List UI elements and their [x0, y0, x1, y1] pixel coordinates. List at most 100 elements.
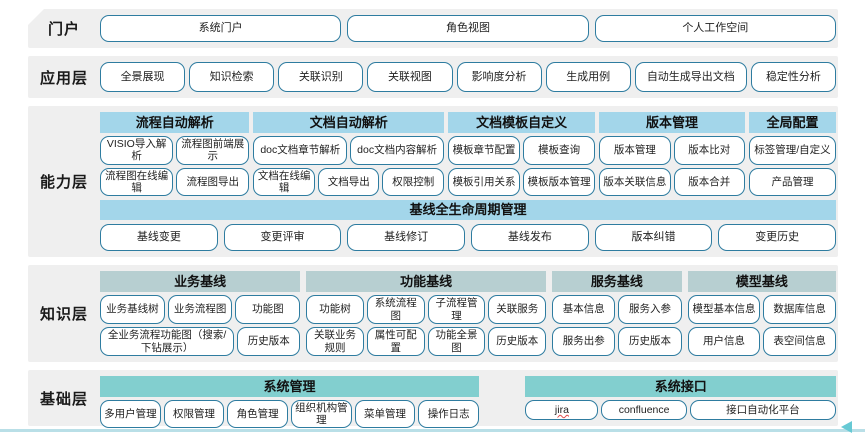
node-related-services: 关联服务: [488, 295, 547, 324]
layer-capability: 能力层 流程自动解析 VISIO导入解析 流程图前端展示 流程图在线编辑: [28, 106, 838, 257]
node-change-review: 变更评审: [223, 224, 342, 251]
node-doc-content-parse: doc文档内容解析: [350, 136, 445, 165]
node-interface-automation-platform: 接口自动化平台: [689, 400, 836, 420]
node-tablespace-info: 表空间信息: [763, 327, 837, 356]
node-basic-info: 基本信息: [552, 295, 616, 324]
node-confluence: confluence: [601, 400, 687, 420]
group-business-baseline: 业务基线 业务基线树 业务流程图 功能图 全业务流程功能图（搜索/下钻展示） 历…: [100, 271, 301, 356]
group-title: 流程自动解析: [100, 112, 250, 133]
group-service-baseline: 服务基线 基本信息 服务入参 服务出参 历史版本: [552, 271, 682, 356]
node-business-baseline-tree: 业务基线树: [100, 295, 165, 324]
node-business-flowchart: 业务流程图: [167, 295, 233, 324]
node-template-chapter-config: 模板章节配置: [448, 136, 521, 165]
node-function-diagram: 功能图: [235, 295, 301, 324]
group-title: 文档自动解析: [253, 112, 445, 133]
group-system-mgmt: 系统管理 多用户管理 权限管理 角色管理 组织机构管理 菜单管理 操作日志: [100, 376, 480, 429]
node-operation-log: 操作日志: [418, 400, 480, 429]
node-system-portal: 系统门户: [100, 15, 342, 42]
node-flowchart-export: 流程图导出: [176, 167, 250, 196]
node-multiuser-mgmt: 多用户管理: [100, 400, 161, 429]
layer-knowledge: 知识层 业务基线 业务基线树 业务流程图 功能图 全业务流程功能图（搜索/下钻展…: [28, 265, 838, 362]
node-model-basic-info: 模型基本信息: [687, 295, 761, 324]
node-jira: jira: [525, 400, 599, 420]
layer-portal: 门户 系统门户 角色视图 个人工作空间: [28, 9, 838, 48]
layer-label-application: 应用层: [39, 69, 88, 87]
node-tag-mgmt-custom: 标签管理/自定义: [748, 136, 836, 165]
node-personal-workspace: 个人工作空间: [594, 15, 836, 42]
group-title: 功能基线: [306, 271, 547, 292]
group-title: 服务基线: [552, 271, 682, 292]
node-visio-import: VISIO导入解析: [100, 136, 174, 165]
node-version-mgmt: 版本管理: [599, 136, 671, 165]
node-generate-usecase: 生成用例: [545, 62, 631, 92]
node-full-business-function-map: 全业务流程功能图（搜索/下钻展示）: [100, 327, 235, 356]
layer-application: 应用层 全景展现 知识检索 关联识别 关联视图 影响度分析 生成用例 自动生成导…: [28, 56, 838, 98]
node-baseline-release: 基线发布: [471, 224, 589, 251]
node-menu-mgmt: 菜单管理: [354, 400, 416, 429]
node-history-version: 历史版本: [488, 327, 547, 356]
layer-label-portal: 门户: [47, 21, 80, 38]
node-org-structure-mgmt: 组织机构管理: [291, 400, 352, 429]
left-arrow-icon: [841, 421, 852, 433]
node-function-tree: 功能树: [306, 295, 364, 324]
group-doc-template-custom: 文档模板自定义 模板章节配置 模板查询 模板引用关系 模板版本管理: [448, 112, 596, 196]
node-subprocess-mgmt: 子流程管理: [427, 295, 486, 324]
node-system-flowchart: 系统流程图: [366, 295, 425, 324]
group-doc-auto-parse: 文档自动解析 doc文档章节解析 doc文档内容解析 文档在线编辑 文档导出 权…: [253, 112, 445, 196]
node-flowchart-frontend: 流程图前端展示: [176, 136, 250, 165]
node-baseline-change: 基线变更: [100, 224, 218, 251]
jira-label: jira: [554, 403, 569, 416]
node-version-correction: 版本纠错: [594, 224, 713, 251]
node-function-panorama: 功能全景图: [427, 327, 486, 356]
node-doc-chapter-parse: doc文档章节解析: [253, 136, 348, 165]
node-impact-analysis: 影响度分析: [456, 62, 542, 92]
foundation-gap: [479, 376, 525, 420]
group-title: 版本管理: [599, 112, 745, 133]
node-permission-mgmt: 权限管理: [163, 400, 225, 429]
node-version-compare: 版本比对: [673, 136, 745, 165]
node-role-view: 角色视图: [347, 15, 589, 42]
node-doc-online-edit: 文档在线编辑: [253, 167, 315, 196]
node-doc-export: 文档导出: [317, 167, 380, 196]
layer-label-foundation: 基础层: [39, 390, 88, 408]
node-version-merge: 版本合并: [673, 167, 745, 196]
node-history-version: 历史版本: [618, 327, 682, 356]
node-template-reference: 模板引用关系: [448, 167, 521, 196]
baseline-title: 基线全生命周期管理: [100, 200, 836, 220]
layer-label-capability: 能力层: [39, 174, 88, 191]
node-user-info: 用户信息: [687, 327, 761, 356]
group-title: 系统管理: [100, 376, 480, 397]
node-template-version-mgmt: 模板版本管理: [523, 167, 596, 196]
group-baseline-lifecycle: 基线全生命周期管理 基线变更 变更评审 基线修订 基线发布 版本纠错 变更历史: [100, 200, 837, 251]
node-template-query: 模板查询: [523, 136, 596, 165]
group-title: 业务基线: [100, 271, 301, 292]
node-attribute-configurable: 属性可配置: [366, 327, 425, 356]
node-stability-analysis: 稳定性分析: [750, 62, 836, 92]
node-panorama-display: 全景展现: [100, 62, 186, 92]
node-related-business-rules: 关联业务规则: [306, 327, 364, 356]
node-service-input-params: 服务入参: [618, 295, 682, 324]
node-knowledge-search: 知识检索: [189, 62, 275, 92]
group-version-mgmt: 版本管理 版本管理 版本比对 版本关联信息 版本合并: [599, 112, 745, 196]
node-version-relation-info: 版本关联信息: [599, 167, 671, 196]
node-product-mgmt: 产品管理: [748, 167, 836, 196]
group-title: 文档模板自定义: [448, 112, 596, 133]
node-baseline-revise: 基线修订: [347, 224, 466, 251]
group-system-interface: 系统接口 jira confluence 接口自动化平台: [525, 376, 836, 420]
node-flowchart-online-edit: 流程图在线编辑: [100, 167, 174, 196]
group-global-config: 全局配置 标签管理/自定义 产品管理: [748, 112, 836, 196]
node-service-output-params: 服务出参: [552, 327, 616, 356]
group-process-auto-parse: 流程自动解析 VISIO导入解析 流程图前端展示 流程图在线编辑 流程图导出: [100, 112, 250, 196]
node-change-history: 变更历史: [718, 224, 837, 251]
node-permission-control: 权限控制: [382, 167, 444, 196]
group-function-baseline: 功能基线 功能树 系统流程图 子流程管理 关联服务 关联业务规则 属性可配置 功…: [306, 271, 547, 356]
layer-label-knowledge: 知识层: [39, 306, 88, 323]
bottom-accent-line: [0, 429, 865, 432]
group-model-baseline: 模型基线 模型基本信息 数据库信息 用户信息 表空间信息: [687, 271, 837, 356]
layer-foundation: 基础层 系统管理 多用户管理 权限管理 角色管理 组织机构管理 菜单管理 操作日…: [28, 370, 838, 429]
group-title: 模型基线: [687, 271, 836, 292]
group-title: 全局配置: [748, 112, 836, 133]
node-relation-view: 关联视图: [367, 62, 453, 92]
node-role-mgmt: 角色管理: [227, 400, 289, 429]
node-history-version: 历史版本: [237, 327, 301, 356]
